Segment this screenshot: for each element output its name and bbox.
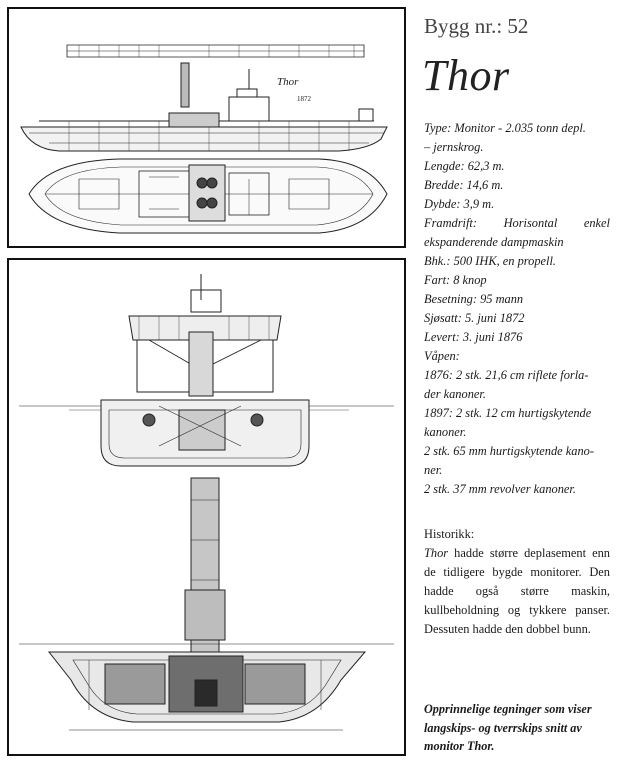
- spec-line: der kanoner.: [424, 387, 486, 401]
- history-ship-ref: Thor: [424, 546, 449, 560]
- spec-line: Lengde: 62,3 m.: [424, 159, 505, 173]
- spec-line: Våpen:: [424, 349, 460, 363]
- spec-line: ner.: [424, 463, 443, 477]
- ship-name: Thor: [422, 51, 510, 100]
- history-body: Thor hadde større deplasement enn de tid…: [424, 544, 610, 639]
- spec-line: Framdrift: Horisontal enkel: [424, 216, 610, 230]
- longitudinal-drawing-frame: Thor 1872: [7, 7, 406, 248]
- drawing-year: 1872: [297, 95, 312, 103]
- spec-line: Levert: 3. juni 1876: [424, 330, 523, 344]
- spec-line: Fart: 8 knop: [424, 273, 487, 287]
- history-section: Historikk: Thor hadde større deplasement…: [424, 525, 610, 639]
- spec-line: 1897: 2 stk. 12 cm hurtigskytende: [424, 406, 592, 420]
- longitudinal-drawing: Thor 1872: [20, 44, 388, 234]
- spec-line: Besetning: 95 mann: [424, 292, 524, 306]
- figure-caption: Opprinnelige tegninger som viser langski…: [424, 702, 592, 753]
- build-number: Bygg nr.: 52: [424, 14, 529, 38]
- spec-line: kanoner.: [424, 425, 467, 439]
- spec-line: ekspanderende dampmaskin: [424, 235, 564, 249]
- transverse-drawing-frame: [7, 258, 406, 756]
- spec-line: Dybde: 3,9 m.: [424, 197, 495, 211]
- spec-line: Sjøsatt: 5. juni 1872: [424, 311, 525, 325]
- spec-line: 2 stk. 65 mm hurtigskytende kano-: [424, 444, 594, 458]
- drawing-label: Thor: [277, 76, 299, 88]
- spec-line: Type: Monitor - 2.035 tonn depl.: [424, 121, 586, 135]
- spec-line: – jernskrog.: [424, 140, 484, 154]
- transverse-drawing: [19, 274, 394, 731]
- history-text: hadde større deplasement enn de tidliger…: [424, 546, 610, 636]
- spec-line: Bhk.: 500 IHK, en propell.: [424, 254, 557, 268]
- spec-list: Type: Monitor - 2.035 tonn depl. – jerns…: [424, 119, 610, 499]
- spec-line: 1876: 2 stk. 21,6 cm riflete forla-: [424, 368, 589, 382]
- history-title: Historikk:: [424, 527, 475, 541]
- spec-line: Bredde: 14,6 m.: [424, 178, 504, 192]
- spec-line: 2 stk. 37 mm revolver kanoner.: [424, 482, 576, 496]
